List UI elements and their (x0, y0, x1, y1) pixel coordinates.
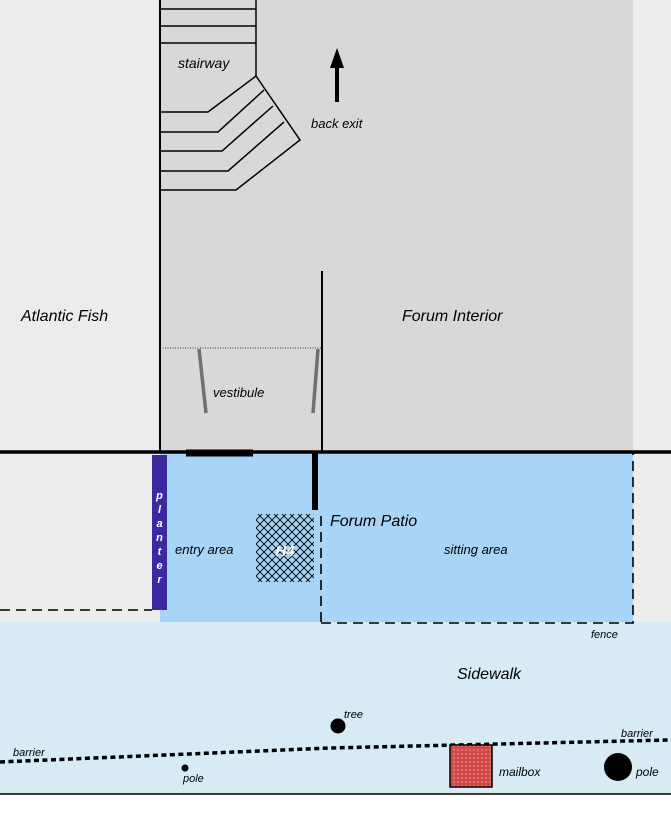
mailbox-icon (449, 744, 493, 788)
forum-patio-label: Forum Patio (330, 513, 417, 530)
pole-large-icon (604, 753, 632, 781)
barrier-left-label: barrier (13, 747, 46, 759)
left-lower-area (0, 452, 160, 622)
mailbox-label: mailbox (499, 765, 541, 779)
planter-letter: n (156, 532, 163, 544)
vestibule-door-left (197, 348, 208, 414)
atlantic-fish-area (0, 0, 160, 452)
forum-interior-area (160, 0, 633, 452)
planter-letter: p (155, 490, 163, 502)
entry-area-label: entry area (175, 542, 234, 557)
sitting-area-label: sitting area (444, 542, 508, 557)
h4-marker (256, 514, 314, 582)
vestibule-label: vestibule (213, 385, 264, 400)
fence-lines (0, 452, 634, 624)
planter-letter: e (156, 560, 162, 572)
sidewalk-area (0, 622, 671, 794)
pole-small-icon (181, 764, 189, 772)
stairway (159, 0, 302, 452)
planter-letter: r (157, 574, 162, 586)
sidewalk-label: Sidewalk (457, 666, 522, 683)
back-exit-arrow-icon (330, 48, 344, 102)
back-exit-label: back exit (311, 116, 364, 131)
barrier-right-label: barrier (621, 728, 654, 740)
vestibule-door-right (311, 348, 320, 414)
stairway-label: stairway (178, 55, 230, 71)
barrier-line (0, 738, 669, 764)
tree-icon (330, 718, 346, 734)
planter (152, 455, 167, 610)
forum-interior-label: Forum Interior (402, 308, 503, 325)
planter-letter: t (158, 546, 163, 558)
fence-label: fence (591, 629, 618, 641)
right-neighbor-area (633, 0, 671, 622)
pole-large-label: pole (635, 765, 659, 779)
atlantic-fish-label: Atlantic Fish (20, 308, 108, 325)
forum-patio-area (160, 452, 633, 622)
h4-marker-label: H4 (275, 543, 295, 560)
pole-small-label: pole (182, 773, 204, 785)
planter-letter: a (156, 518, 162, 530)
tree-label: tree (344, 709, 363, 721)
planter-letter: l (158, 504, 162, 516)
planter-label: p l a n t e r (155, 490, 163, 586)
